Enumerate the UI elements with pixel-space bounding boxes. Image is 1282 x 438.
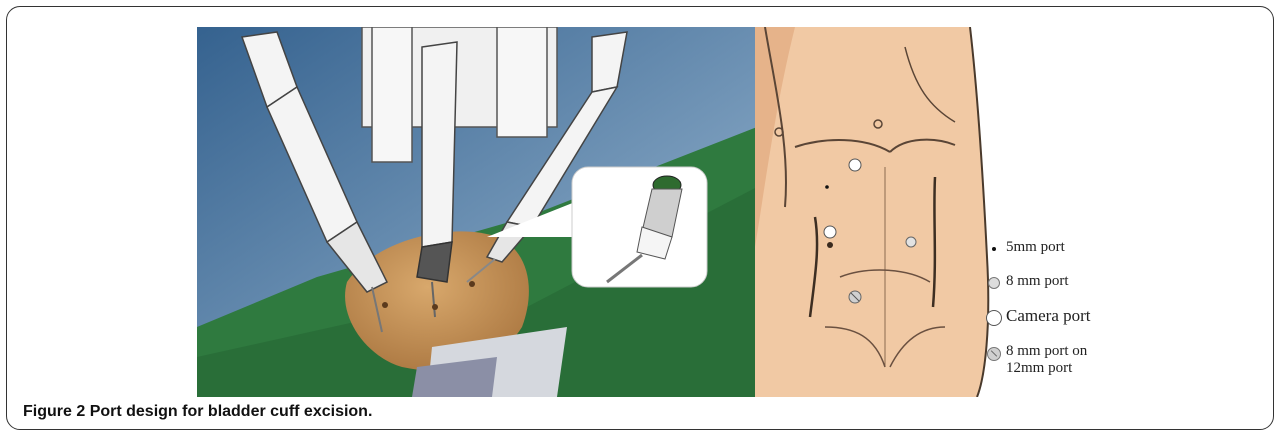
figure-frame: 5mm port 8 mm port Camera port 8 mm port… — [6, 6, 1274, 430]
figure-panel — [197, 27, 1097, 397]
robot-illustration — [197, 27, 757, 397]
legend-item-8mm: 8 mm port — [982, 273, 1069, 290]
white-circle-icon — [986, 310, 1002, 326]
figure-label: Figure 2 — [23, 403, 85, 420]
legend-item-camera: Camera port — [982, 307, 1091, 326]
figure-caption-text: Port design for bladder cuff excision. — [90, 403, 373, 420]
crossed-circle-icon — [987, 347, 1001, 361]
port-legend: 5mm port 8 mm port Camera port 8 mm port… — [982, 235, 1182, 395]
small-dot-icon — [992, 247, 996, 251]
legend-item-5mm: 5mm port — [982, 239, 1065, 256]
gray-circle-icon — [988, 277, 1000, 289]
figure-caption: Figure 2 Port design for bladder cuff ex… — [23, 403, 372, 421]
legend-item-8mm-on-12mm: 8 mm port on 12mm port — [982, 343, 1087, 377]
